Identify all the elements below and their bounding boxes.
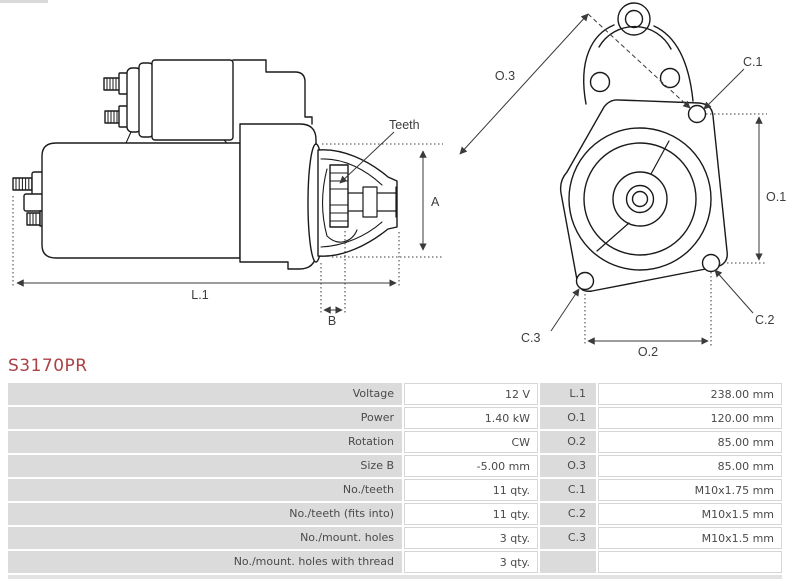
shaft	[347, 186, 397, 218]
technical-drawings: Teeth A L.1 B	[12, 2, 786, 359]
spec-label: Power	[8, 407, 402, 429]
right-shoulder-boss	[659, 67, 681, 89]
pinion-gear	[329, 164, 349, 228]
label-C2: C.2	[755, 313, 775, 327]
label-C1: C.1	[743, 55, 763, 69]
dim-label: C.3	[540, 527, 596, 549]
dim-value: 85.00 mm	[598, 431, 782, 453]
spec-value: 3 qty.	[404, 527, 538, 549]
spec-value: 11 qty.	[404, 479, 538, 501]
spec-label: No./mount. holes	[8, 527, 402, 549]
label-L1: L.1	[191, 288, 208, 302]
table-row: Voltage 12 V L.1 238.00 mm	[8, 383, 782, 405]
side-view-dimensions	[12, 131, 443, 314]
spec-label: Rotation	[8, 431, 402, 453]
cropped-next-row	[8, 575, 782, 579]
motor-body	[41, 142, 241, 259]
starter-front-view	[559, 2, 728, 292]
c3-leader-line	[550, 288, 580, 332]
label-A: A	[431, 195, 440, 209]
spec-label: No./mount. holes with thread	[8, 551, 402, 573]
spec-label: No./teeth	[8, 479, 402, 501]
solenoid	[125, 59, 234, 144]
table-row: Rotation CW O.2 85.00 mm	[8, 431, 782, 453]
label-O3: O.3	[495, 69, 515, 83]
label-C3: C.3	[521, 331, 541, 345]
dim-label: O.2	[540, 431, 596, 453]
table-row: Size B -5.00 mm O.3 85.00 mm	[8, 455, 782, 477]
spec-label: No./teeth (fits into)	[8, 503, 402, 525]
top-ear-hole	[624, 9, 644, 29]
dim-value: M10x1.5 mm	[598, 527, 782, 549]
dim-label: O.3	[540, 455, 596, 477]
mount-hole-c3	[575, 271, 595, 291]
spec-label: Size B	[8, 455, 402, 477]
housing-step	[232, 59, 313, 125]
mount-hole-c1	[687, 104, 707, 124]
spec-value: CW	[404, 431, 538, 453]
spec-value: -5.00 mm	[404, 455, 538, 477]
dim-value: M10x1.5 mm	[598, 503, 782, 525]
drive-end-frame	[239, 123, 317, 270]
label-teeth: Teeth	[389, 118, 420, 132]
spec-value: 11 qty.	[404, 503, 538, 525]
mount-hole-c2	[701, 253, 721, 273]
dim-value	[598, 551, 782, 573]
spec-label: Voltage	[8, 383, 402, 405]
label-B: B	[328, 314, 336, 328]
spec-value: 12 V	[404, 383, 538, 405]
cropped-logo-remnant	[0, 0, 48, 3]
dim-value: 85.00 mm	[598, 455, 782, 477]
dim-label: C.2	[540, 503, 596, 525]
table-row: No./teeth 11 qty. C.1 M10x1.75 mm	[8, 479, 782, 501]
label-O1: O.1	[766, 190, 786, 204]
dim-label: C.1	[540, 479, 596, 501]
label-O2: O.2	[638, 345, 658, 359]
teeth-leader-line	[339, 131, 395, 184]
table-row: No./mount. holes 3 qty. C.3 M10x1.5 mm	[8, 527, 782, 549]
solenoid-studs	[103, 72, 130, 128]
spec-value: 1.40 kW	[404, 407, 538, 429]
table-row: Power 1.40 kW O.1 120.00 mm	[8, 407, 782, 429]
gear-housing-circles	[568, 127, 712, 271]
starter-side-view	[12, 59, 398, 270]
table-row: No./mount. holes with thread 3 qty.	[8, 551, 782, 573]
front-solenoid-outline	[583, 2, 694, 105]
dim-value: M10x1.75 mm	[598, 479, 782, 501]
c1-leader-line	[703, 68, 745, 110]
dim-label: O.1	[540, 407, 596, 429]
c2-leader-line	[714, 269, 754, 314]
dim-label: L.1	[540, 383, 596, 405]
dim-line-O3	[459, 13, 589, 155]
left-shoulder-boss	[589, 71, 611, 93]
part-number: S3170PR	[8, 356, 88, 376]
front-view-dimensions	[459, 13, 767, 346]
dim-value: 238.00 mm	[598, 383, 782, 405]
table-row: No./teeth (fits into) 11 qty. C.2 M10x1.…	[8, 503, 782, 525]
dim-value: 120.00 mm	[598, 407, 782, 429]
dim-label	[540, 551, 596, 573]
spec-value: 3 qty.	[404, 551, 538, 573]
spec-table: Voltage 12 V L.1 238.00 mm Power 1.40 kW…	[8, 383, 782, 575]
